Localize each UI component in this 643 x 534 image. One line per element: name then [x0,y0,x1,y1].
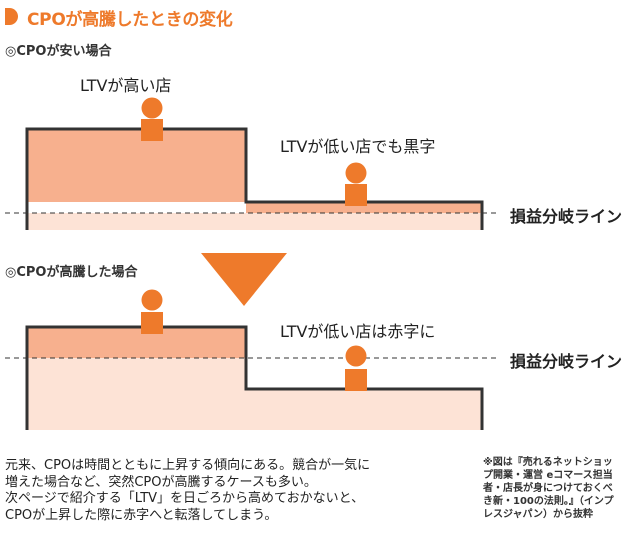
note-line: き新・100の法則。』（インプ [483,496,614,507]
profit-area-high-ltv-2 [27,327,246,358]
source-note: ※図は『売れるネットショッ プ開業・運営 eコマース担当 者・店長が身につけてお… [483,456,614,521]
body-paragraph: 元来、CPOは時間とともに上昇する傾向にある。競合が一気に 増えた場合など、突然… [5,458,370,524]
note-line: 者・店長が身につけておくべ [483,483,613,494]
breakeven-label-1: 損益分岐ライン [510,207,623,226]
profit-area-high-ltv [27,129,246,202]
label-high-ltv-store: LTVが高い店 [80,76,172,95]
note-line: レスジャパン）から抜粋 [483,509,593,520]
label-low-ltv-loss: LTVが低い店は赤字に [280,322,436,341]
person-icon-high-ltv-2 [141,289,163,334]
person-icon-low-ltv-2 [345,345,367,391]
body-line: 増えた場合など、突然CPOが高騰するケースも多い。 [5,474,317,490]
ltv-outline-1 [25,127,484,230]
cost-area [27,213,482,230]
header-marker-icon [5,8,18,25]
profit-area-low-ltv [246,202,482,213]
section-label-cheap-cpo: ◎CPOが安い場合 [5,44,112,59]
section-label-high-cpo: ◎CPOが高騰した場合 [5,265,138,280]
label-low-ltv-profit: LTVが低い店でも黒字 [280,137,436,156]
note-line: ※図は『売れるネットショッ [483,457,613,468]
breakeven-label-2: 損益分岐ライン [510,352,623,371]
down-arrow-icon [201,253,287,306]
person-icon-low-ltv [345,162,367,206]
body-line: 次ページで紹介する「LTV」を日ごろから高めておかないと、 [5,491,365,506]
body-line: CPOが上昇した際に赤字へと転落してしまう。 [5,507,278,523]
cost-area-2b [246,389,482,430]
body-line: 元来、CPOは時間とともに上昇する傾向にある。競合が一気に [5,458,371,473]
person-icon-high-ltv [141,97,163,141]
note-line: プ開業・運営 eコマース担当 [483,470,613,481]
cost-area-2a [27,358,246,430]
ltv-outline-2 [25,325,484,430]
page-title: CPOが高騰したときの変化 [27,10,233,30]
